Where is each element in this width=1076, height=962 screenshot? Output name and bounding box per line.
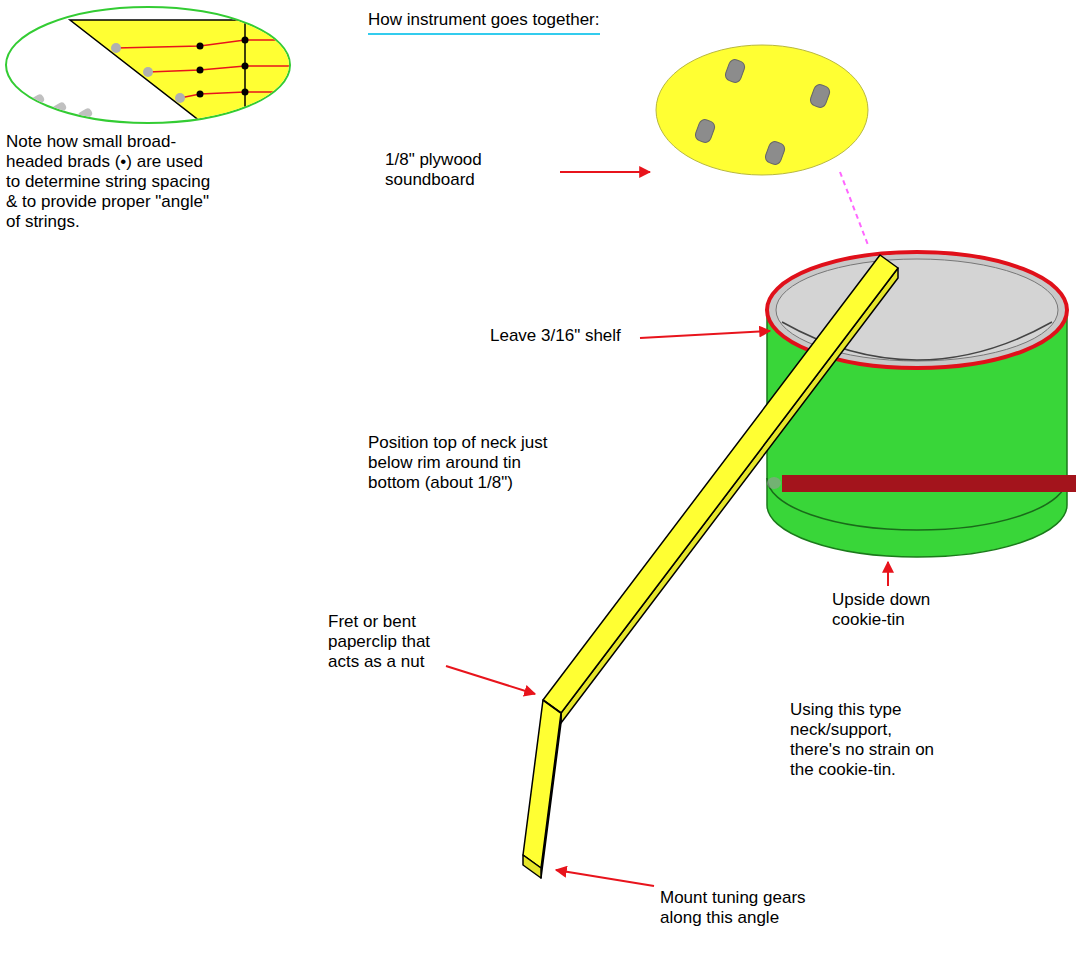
brad [197,43,204,50]
diagram-title: How instrument goes together: [368,10,600,35]
brad [242,89,249,96]
tuning-peg [77,107,94,122]
sound-holes [694,58,832,166]
part-label: Fret or bent paperclip that acts as a nu… [328,612,453,672]
sound-hole [694,118,717,144]
note-text: Using this type neck/support, there's no… [790,700,940,780]
note-text: Note how small broad-headed brads (•) ar… [6,132,216,232]
neck [523,255,898,878]
leader-arrow [887,562,889,586]
leader-arrow [560,171,650,173]
tuning-peg [51,101,68,116]
part-label: Upside down cookie-tin [832,590,942,630]
nut [543,700,561,713]
inset-detail [6,7,292,130]
sound-hole [724,58,747,84]
soundboard-disc [656,45,868,175]
string [116,40,292,48]
headstock-end [523,855,541,878]
tuning-peg [40,110,50,118]
tuning-peg [29,93,46,108]
headstock-face [70,20,292,130]
brad [197,91,204,98]
strings [116,40,292,98]
part-label: 1/8" plywood soundboard [385,150,505,190]
soundboard [656,45,868,175]
leader-arrow [556,870,654,886]
nut-line [244,20,246,125]
string [148,66,292,72]
note-text: Position top of neck just below rim arou… [368,433,563,493]
sound-hole [764,140,787,166]
cookie-tin [767,252,1067,557]
tuner-post [175,93,185,103]
leader-arrow [446,666,535,694]
brad [197,67,204,74]
sound-hole [809,83,832,109]
note-text: Mount tuning gears along this angle [660,888,830,928]
guide-line [840,172,868,245]
brads [197,37,249,98]
brad [242,37,249,44]
leader-arrow [640,331,770,338]
tuning-pegs [29,93,94,122]
position-band [782,475,1076,492]
tuner-posts [111,43,185,103]
brad [242,63,249,70]
part-label: Leave 3/16" shelf [490,326,621,346]
tuner-post [143,67,153,77]
headstock-top [523,700,561,868]
inset-content [29,20,292,130]
smudge [767,477,781,489]
tuner-post [111,43,121,53]
